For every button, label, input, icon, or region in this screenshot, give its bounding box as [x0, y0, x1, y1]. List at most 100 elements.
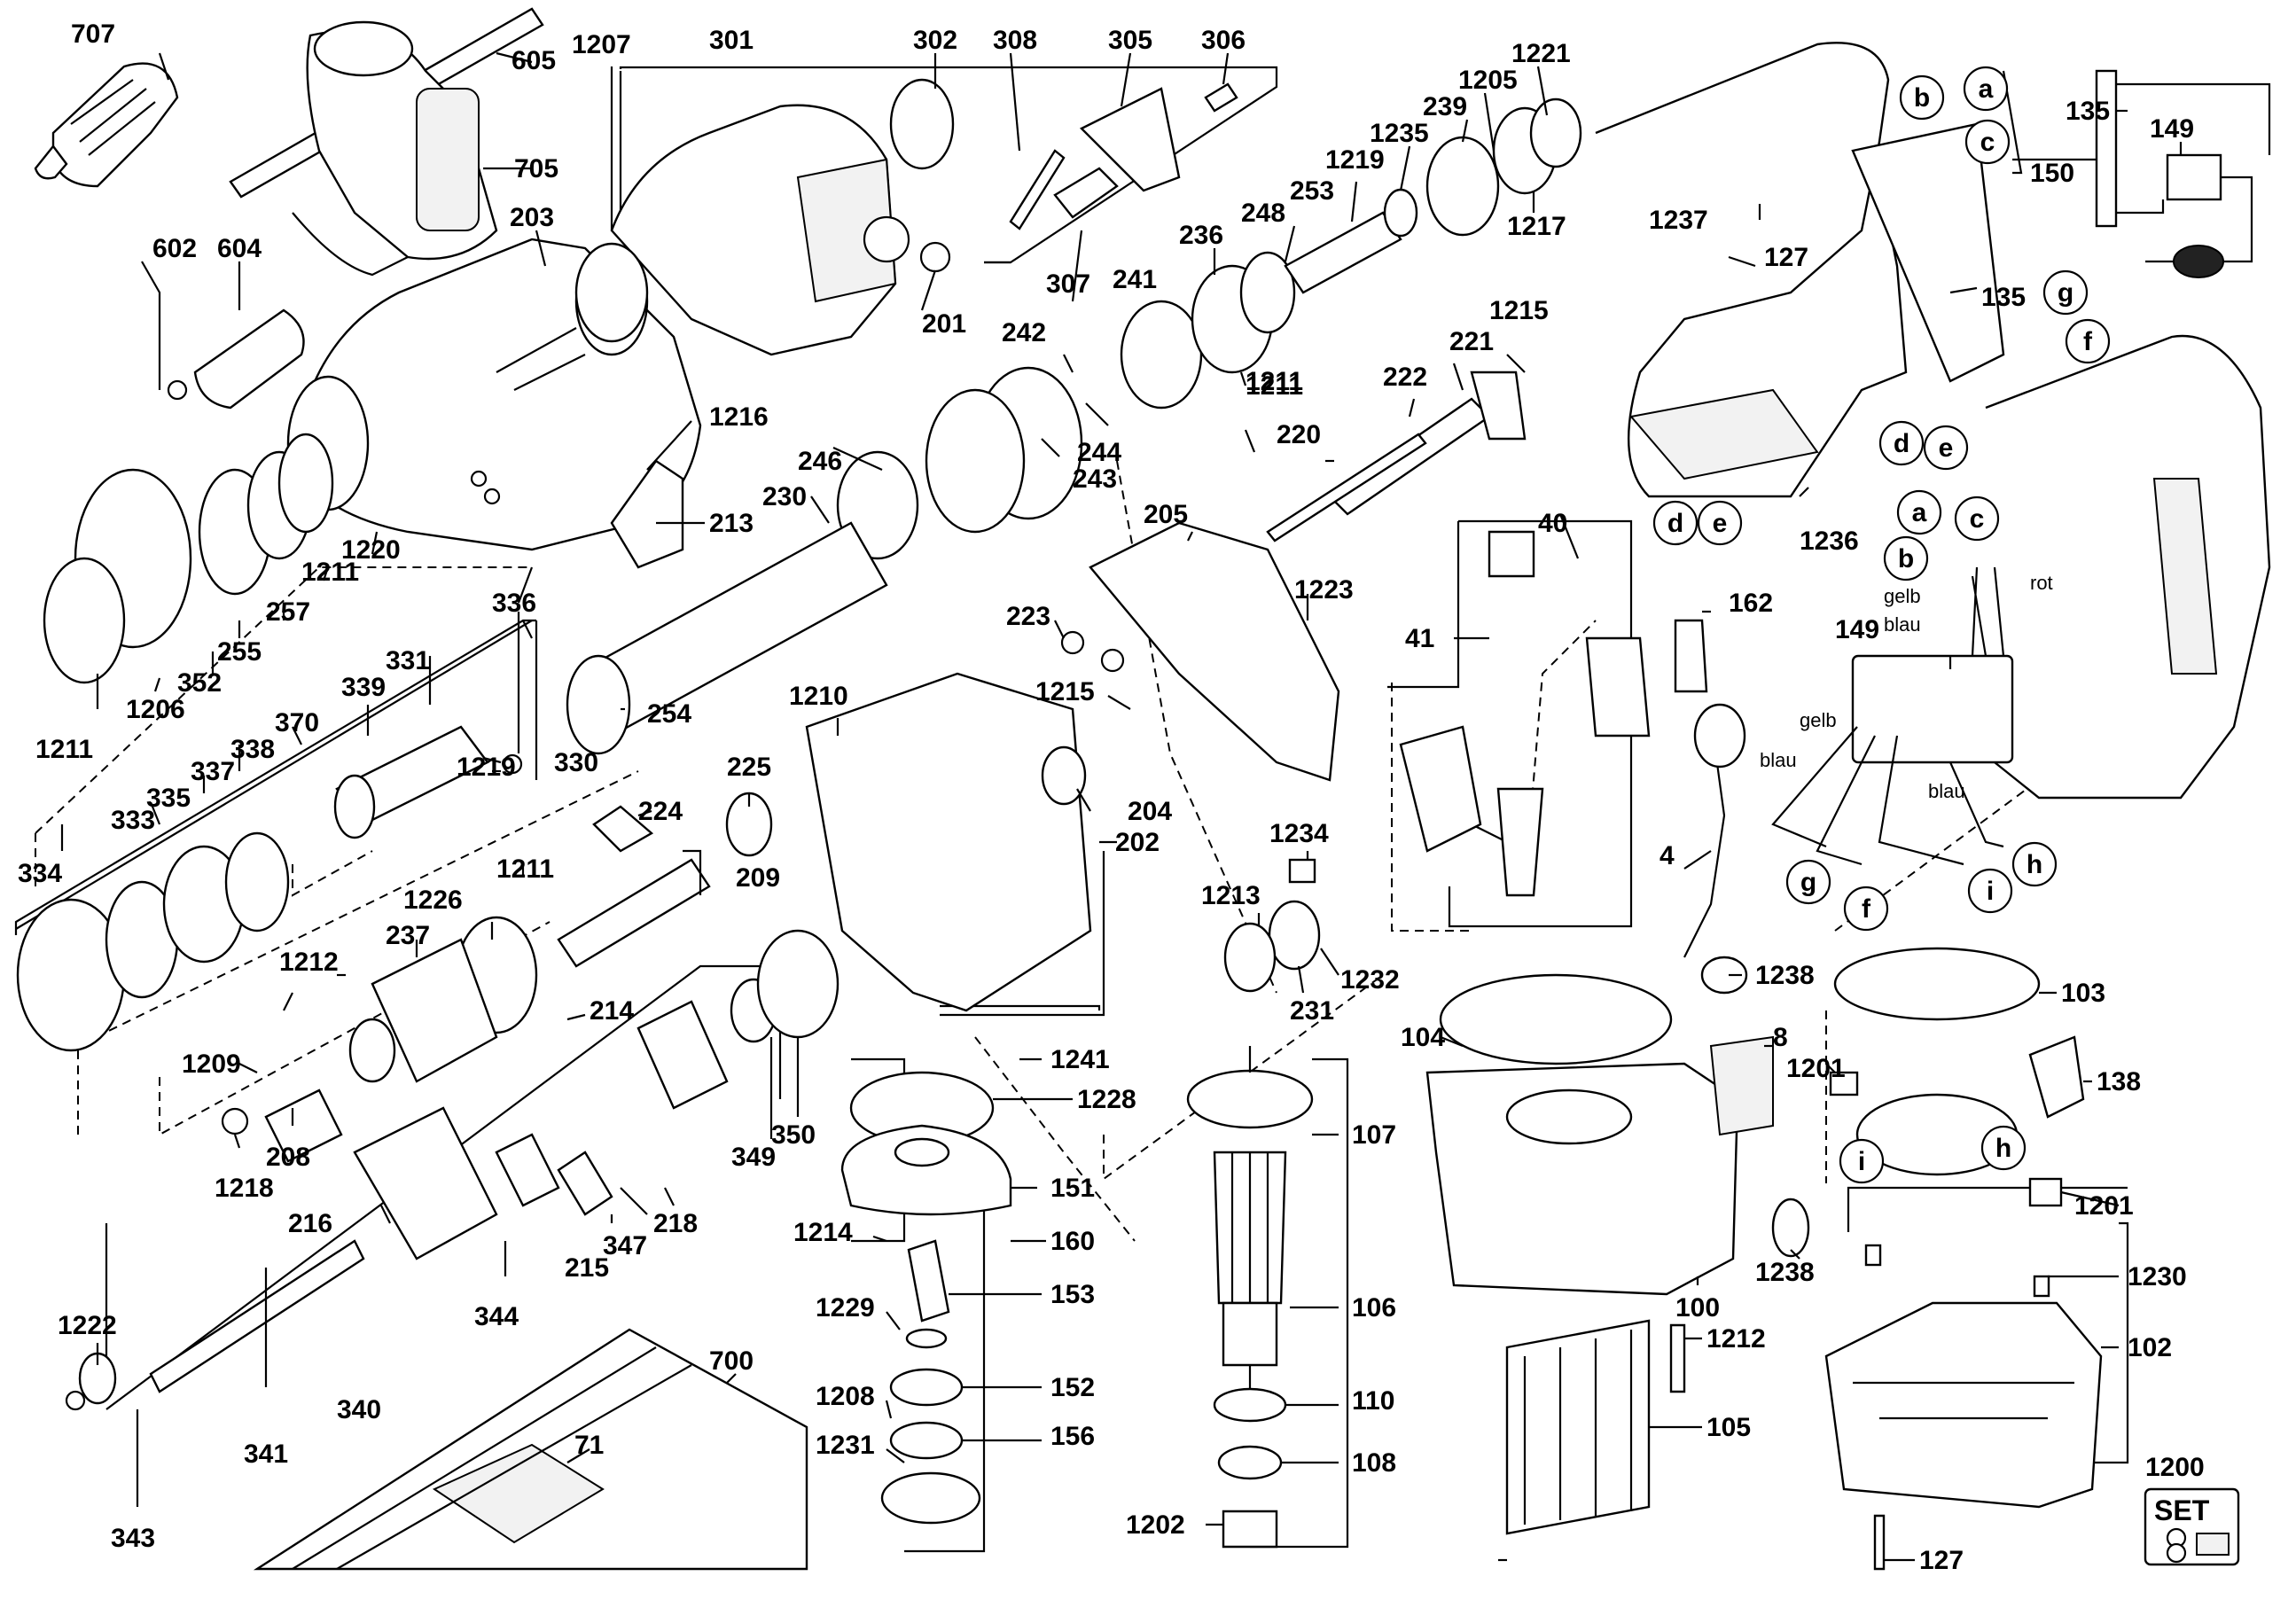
- callout-1231: 1231: [816, 1431, 875, 1460]
- callout-40: 40: [1538, 509, 1567, 538]
- spring-307: [1053, 167, 1119, 219]
- callout-1226: 1226: [403, 886, 463, 915]
- cover-205: [1089, 521, 1340, 782]
- ring-1222: [65, 1390, 86, 1411]
- callout-1206: 1206: [126, 695, 185, 724]
- callout-333: 333: [111, 806, 155, 835]
- callout-218: 218: [653, 1209, 698, 1238]
- marker-i-2: i: [1858, 1147, 1865, 1176]
- cover-102: [1824, 1301, 2103, 1509]
- callout-1229: 1229: [816, 1293, 875, 1323]
- marker-h: h: [2027, 850, 2042, 879]
- marker-h-2: h: [1995, 1134, 2011, 1163]
- plate-221: [1470, 371, 1527, 441]
- callout-1230: 1230: [2128, 1262, 2187, 1291]
- callout-4: 4: [1660, 841, 1675, 870]
- seal-1238-a: [1700, 956, 1748, 995]
- carry-case-700: [253, 1328, 808, 1571]
- callout-127-b: 127: [1919, 1546, 1964, 1575]
- callout-344: 344: [474, 1302, 519, 1331]
- adapter-604: [193, 308, 305, 410]
- set-logo: [2144, 1487, 2240, 1566]
- wire-f: [1816, 735, 1876, 866]
- callout-201: 201: [922, 309, 966, 339]
- callout-605: 605: [512, 46, 556, 75]
- callout-1238-a: 1238: [1755, 961, 1815, 990]
- callout-343: 343: [111, 1524, 155, 1553]
- callout-1212-a: 1212: [279, 948, 339, 977]
- callout-216: 216: [288, 1209, 332, 1238]
- part-149-diagram: [2166, 153, 2222, 201]
- callout-330: 330: [554, 748, 598, 777]
- striker-224: [592, 805, 654, 853]
- field-coil-105: [1505, 1319, 1651, 1535]
- leader-lines: [60, 51, 2183, 1562]
- cover-151: [840, 1124, 1012, 1216]
- callout-1211-a: 1211: [1246, 367, 1303, 396]
- part-230-collar: [836, 450, 919, 560]
- wire-label-blau: blau: [1884, 613, 1921, 636]
- wire-label-blau-2: blau: [1760, 749, 1797, 771]
- callout-110: 110: [1352, 1386, 1394, 1416]
- callout-1202: 1202: [1126, 1510, 1185, 1540]
- screw-1230-a: [1864, 1244, 1882, 1267]
- screw-1230-b: [2033, 1275, 2050, 1298]
- wire-g: [1771, 726, 1858, 848]
- callout-224: 224: [638, 797, 683, 826]
- shaft-341: [149, 1239, 365, 1393]
- callout-349: 349: [731, 1143, 776, 1172]
- marker-a-2: a: [1912, 498, 1927, 527]
- callout-71: 71: [574, 1431, 604, 1460]
- callout-41: 41: [1405, 624, 1434, 653]
- sleeve-239: [1425, 136, 1500, 237]
- callout-339: 339: [341, 673, 386, 702]
- sleeve-40: [1496, 787, 1544, 897]
- spring-347: [557, 1151, 613, 1216]
- callout-242: 242: [1002, 318, 1046, 347]
- callout-151: 151: [1050, 1174, 1095, 1203]
- marker-f-2: f: [1862, 894, 1871, 924]
- part-135-diagram: [2095, 69, 2118, 228]
- callout-223: 223: [1006, 602, 1050, 631]
- callout-156: 156: [1050, 1422, 1095, 1451]
- wire-labels: rot gelb blau gelb blau blau: [1760, 572, 2053, 802]
- bearing-152: [889, 1368, 964, 1407]
- bearing-plate-237: [371, 938, 498, 1083]
- ring-602: [167, 379, 188, 401]
- bearing-208: [264, 1089, 343, 1163]
- armature-107: [1186, 1046, 1314, 1392]
- callout-1237: 1237: [1649, 206, 1708, 235]
- gear-350: [756, 929, 840, 1039]
- pinion-153: [907, 1239, 950, 1323]
- crank-216: [353, 1106, 498, 1260]
- pin-308: [1009, 149, 1066, 230]
- callout-370: 370: [275, 708, 319, 737]
- callout-1222: 1222: [58, 1311, 117, 1340]
- callout-705: 705: [514, 154, 558, 183]
- callout-209: 209: [736, 863, 780, 893]
- callout-1232: 1232: [1340, 965, 1400, 995]
- ring-1213: [1223, 922, 1277, 993]
- selector-213: [610, 459, 684, 569]
- spring-246: [925, 388, 1026, 534]
- callout-341: 341: [244, 1440, 288, 1469]
- callout-107: 107: [1352, 1120, 1396, 1150]
- callout-225: 225: [727, 753, 771, 782]
- marker-b: b: [1914, 83, 1930, 113]
- ring-1209: [348, 1018, 396, 1083]
- callout-153: 153: [1050, 1280, 1095, 1309]
- lever-138: [2028, 1035, 2085, 1119]
- callout-222: 222: [1383, 363, 1427, 392]
- marker-i: i: [1987, 877, 1994, 906]
- rod-220: [1266, 433, 1427, 542]
- callout-labels: 707 605 705 1207 301 302 308 305 306 122…: [18, 20, 2210, 1575]
- front-collar: [43, 433, 334, 684]
- callout-1209: 1209: [182, 1049, 241, 1079]
- marker-g-2: g: [1800, 868, 1816, 897]
- callout-203: 203: [510, 203, 554, 232]
- marker-g: g: [2058, 278, 2073, 308]
- marker-c-2: c: [1970, 504, 1985, 534]
- callout-1218: 1218: [215, 1174, 274, 1203]
- callout-237: 237: [386, 921, 430, 950]
- switch-housing: [1585, 636, 1651, 737]
